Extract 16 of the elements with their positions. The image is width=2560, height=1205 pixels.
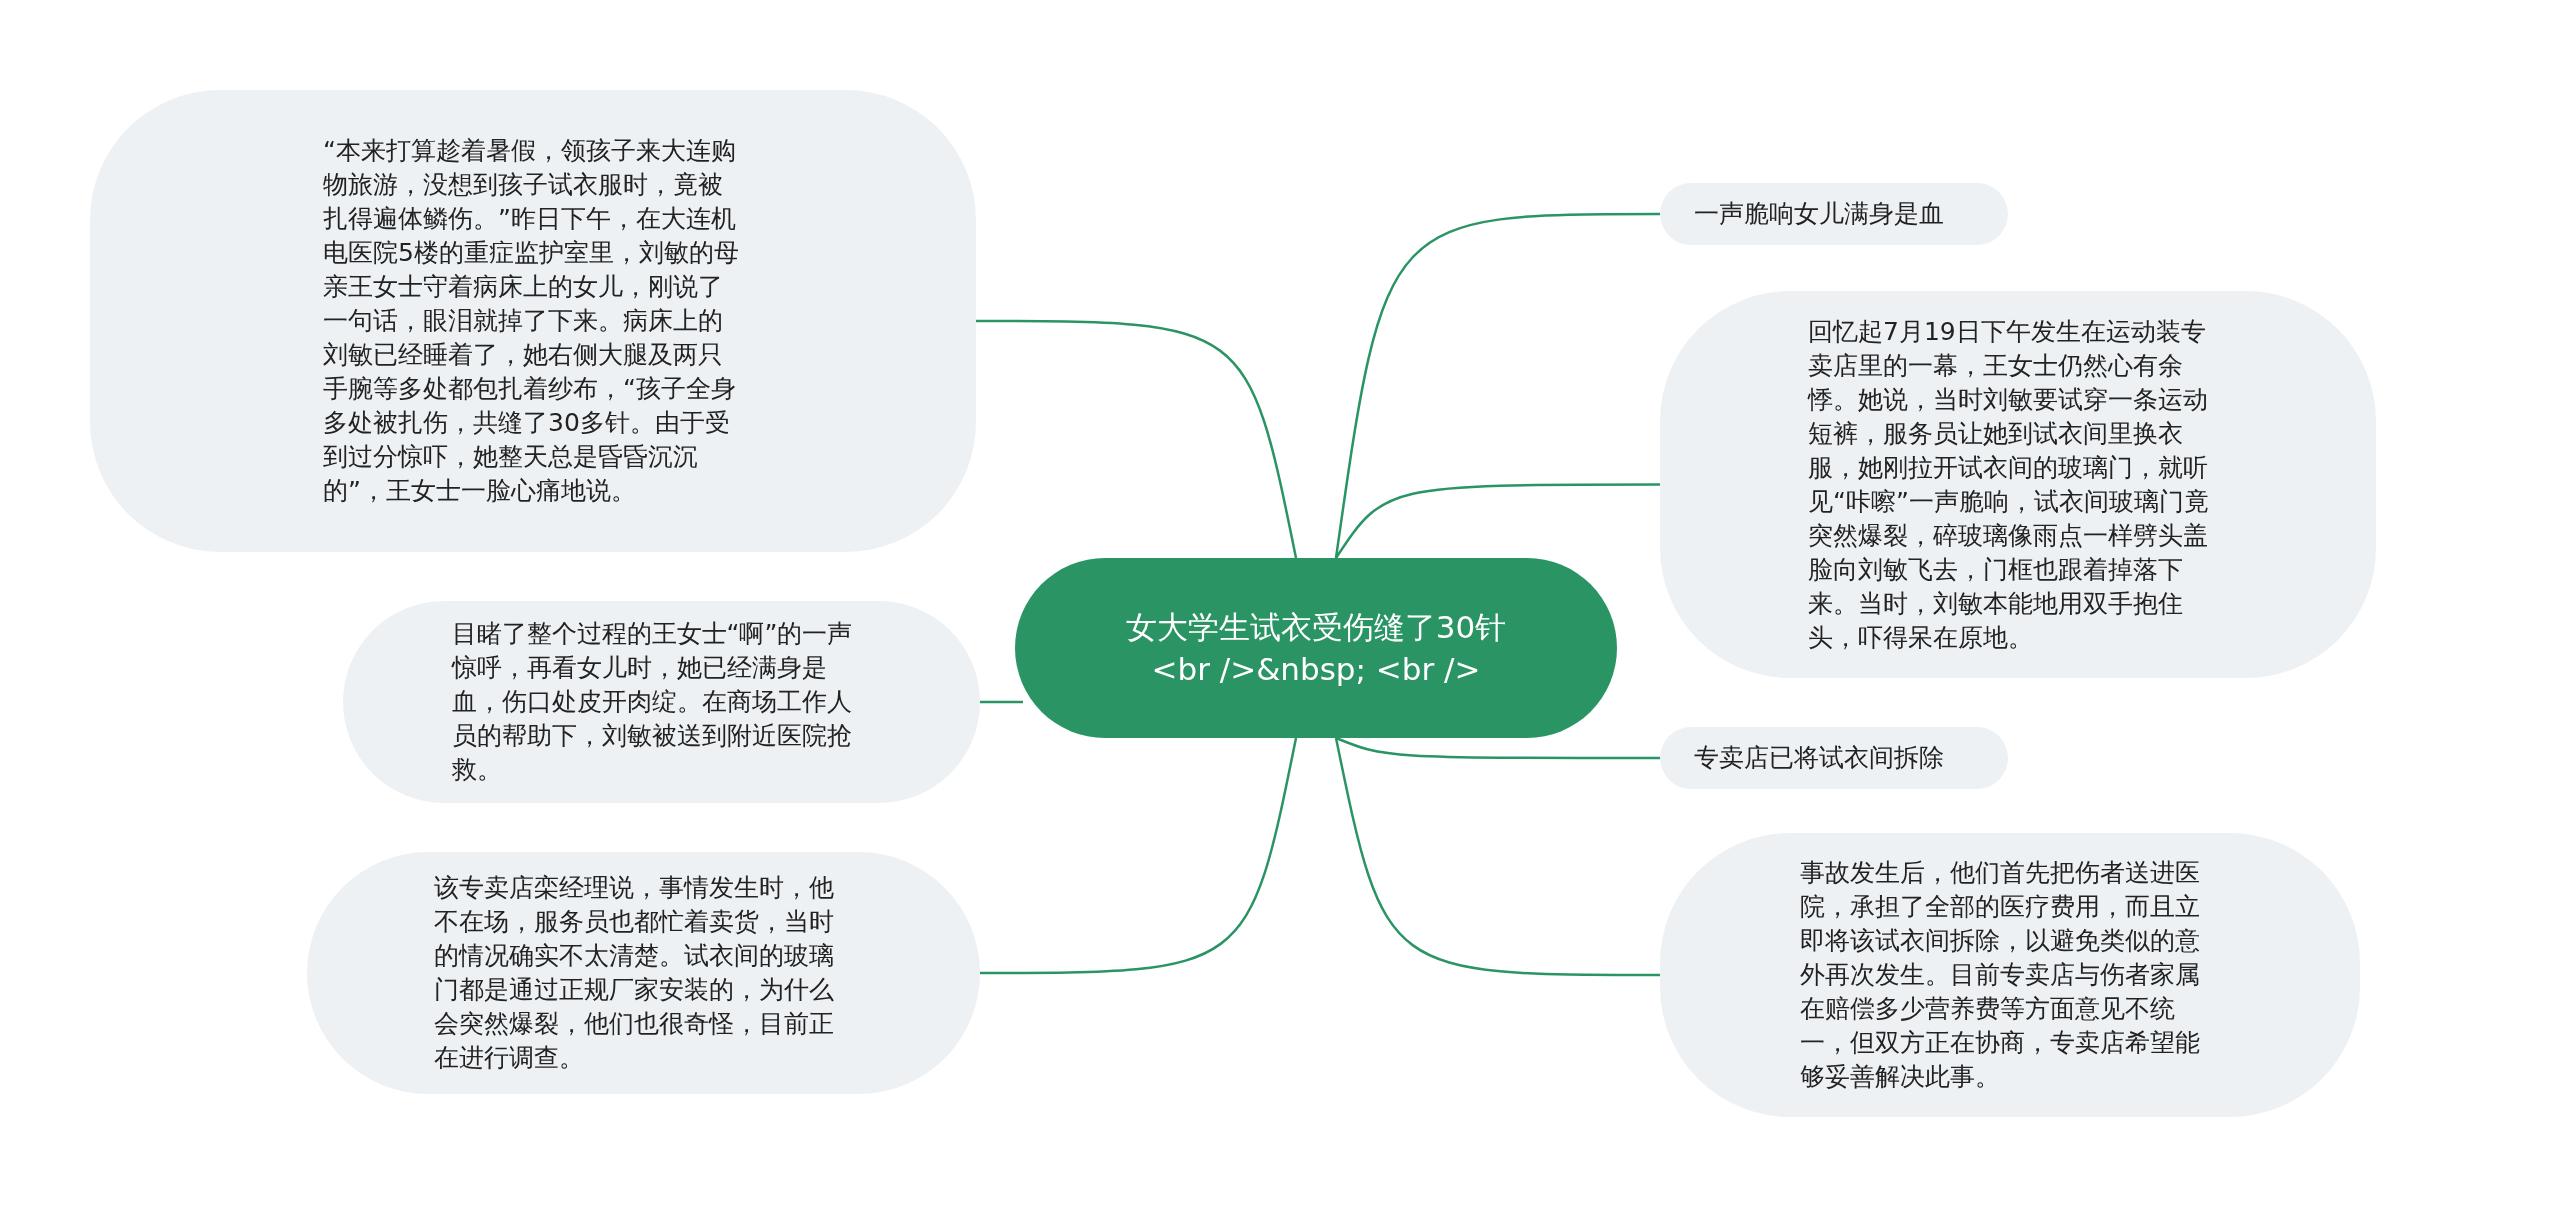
topic-text: 目睹了整个过程的王女士“啊”的一声惊呼，再看女儿时，她已经满身是血，伤口处皮开肉绽。在商场工作人员的帮助下，刘敏被送到附近医院抢救。 — [451, 618, 854, 786]
topic-text: 回忆起7月19日下午发生在运动装专卖店里的一幕，王女士仍然心有余悸。她说，当时刘敏要试穿一条运动短裤，服务员让她到试衣间里换衣服，她刚拉开试衣间的玻璃门，就听见“咔嚓”一声脆响，试衣间玻璃门竟突然爆裂，碎玻璃像雨点一样劈头盖脸向刘敏飞去，门框也跟着掉落下来。当时，刘敏本能地用双手抱住头，吓得呆在原地。 — [1808, 315, 2210, 654]
connector-line — [1335, 736, 1660, 760]
connector-line — [976, 319, 1298, 559]
topic-text: 女大学生试衣受伤缝了30针<br />&nbsp; <br /> — [1124, 607, 1508, 689]
topic-text: “本来打算趁着暑假，领孩子来大连购物旅游，没想到孩子试衣服时，竟被扎得遍体鳞伤。”昨日下午，在大连机电医院5楼的重症监护室里，刘敏的母亲王女士守着病床上的女儿，刚说了一句话，眼泪就掉了下来。病床上的刘敏已经睡着了，她右侧大腿及两只手腕等多处都包扎着纱布，“孩子全身多处被扎伤，共缝了30多针。由于受到过分惊吓，她整天总是昏昏沉沉的”，王女士一脸心痛地说。 — [323, 135, 740, 507]
connector-line — [980, 737, 1298, 975]
connector-line — [1334, 483, 1660, 559]
topic-bubble — [90, 90, 976, 552]
topic-text: 专卖店已将试衣间拆除 — [1694, 742, 1945, 774]
connector-line — [1334, 212, 1660, 559]
connector-line — [1334, 737, 1660, 977]
connector-line — [980, 700, 1023, 704]
topic-text: 该专卖店栾经理说，事情发生时，他不在场，服务员也都忙着卖货，当时的情况确实不太清楚。试衣间的玻璃门都是通过正规厂家安装的，为什么会突然爆裂，他们也很奇怪，目前正在进行调查。 — [433, 872, 835, 1074]
topic-text: 一声脆响女儿满身是血 — [1694, 198, 1945, 230]
topic-text: 事故发生后，他们首先把伤者送进医院，承担了全部的医疗费用，而且立即将该试衣间拆除，以避免类似的意外再次发生。目前专卖店与伤者家属在赔偿多少营养费等方面意见不统一，但双方正在协商，专卖店希望能够妥善解决此事。 — [1800, 857, 2201, 1093]
